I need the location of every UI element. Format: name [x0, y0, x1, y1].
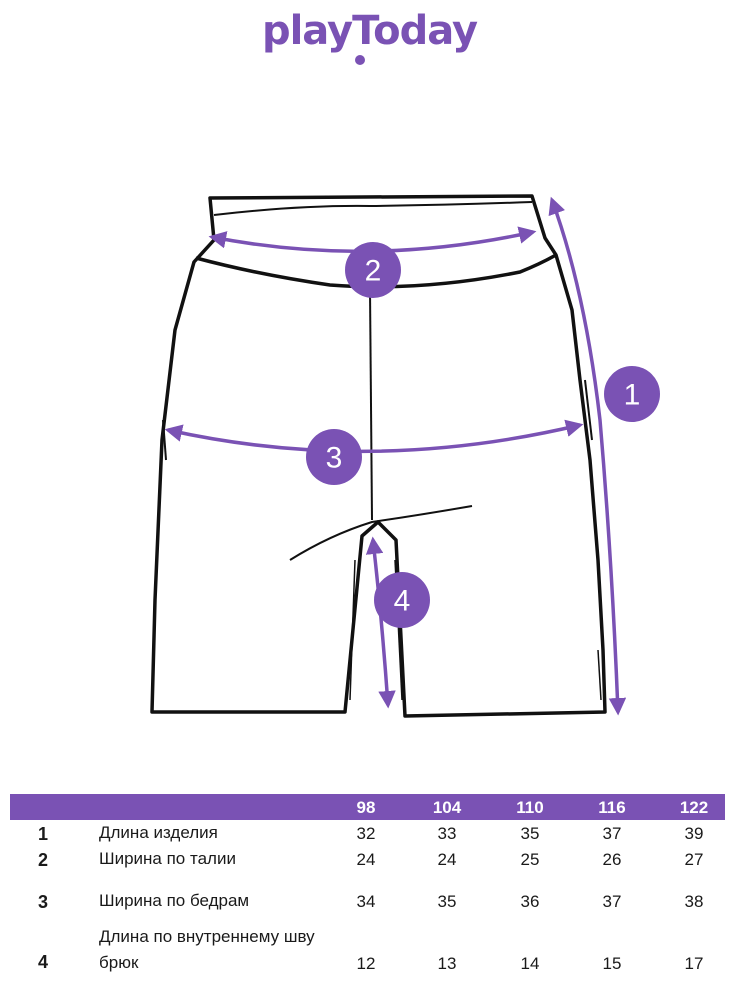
svg-text:2: 2 — [365, 255, 382, 288]
row-number: 1 — [37, 824, 49, 844]
brand-name: playToday — [261, 8, 478, 54]
arrow-inseam — [365, 536, 396, 709]
row-number: 2 — [37, 850, 49, 870]
cell-value: 26 — [602, 850, 622, 869]
cell-value: 12 — [356, 954, 376, 973]
cell-value: 35 — [437, 892, 457, 911]
row-label: Ширина по бедрам — [99, 891, 250, 910]
row-number: 4 — [37, 952, 49, 972]
size-header-104: 104 — [432, 798, 462, 817]
cell-value: 24 — [356, 850, 376, 869]
size-header-98: 98 — [356, 798, 376, 817]
table-row: 2 Ширина по талии 24 24 25 26 27 — [10, 848, 725, 892]
size-table: 98 104 110 116 122 1 Длина изделия 32 33… — [10, 794, 725, 1000]
cell-value: 27 — [684, 850, 704, 869]
row-number: 3 — [37, 892, 49, 912]
cell-value: 38 — [684, 892, 704, 911]
svg-text:4: 4 — [394, 585, 411, 618]
cell-value: 35 — [520, 824, 540, 843]
logo-dot-icon — [355, 55, 365, 65]
table-row: 1 Длина изделия 32 33 35 37 39 — [10, 820, 725, 848]
svg-text:3: 3 — [326, 442, 343, 475]
cell-value: 15 — [602, 954, 622, 973]
marker-4: 4 — [374, 572, 430, 628]
cell-value: 37 — [602, 892, 622, 911]
marker-3: 3 — [306, 429, 362, 485]
cell-value: 13 — [437, 954, 457, 973]
arrow-hips — [164, 419, 584, 454]
cell-value: 24 — [437, 850, 457, 869]
row-label: Ширина по талии — [99, 849, 236, 868]
cell-value: 34 — [356, 892, 376, 911]
cell-value: 14 — [520, 954, 540, 973]
cell-value: 25 — [520, 850, 540, 869]
cell-value: 36 — [520, 892, 540, 911]
marker-1: 1 — [604, 366, 660, 422]
svg-text:1: 1 — [624, 379, 641, 412]
brand-logo: playToday — [0, 8, 739, 54]
size-table-header: 98 104 110 116 122 — [10, 794, 725, 820]
arrow-length — [548, 196, 627, 716]
cell-value: 39 — [684, 824, 704, 843]
table-row: 3 Ширина по бедрам 34 35 36 37 38 — [10, 891, 725, 922]
row-label: Длина изделия — [99, 823, 218, 842]
size-header-110: 110 — [516, 798, 544, 817]
size-header-122: 122 — [679, 798, 709, 817]
table-row: 4 Длина по внутреннему шву брюк 12 13 14… — [10, 922, 725, 1000]
size-header-116: 116 — [598, 798, 626, 817]
cell-value: 37 — [602, 824, 622, 843]
row-label: Длина по внутреннему шву брюк — [99, 927, 315, 972]
cell-value: 32 — [356, 824, 376, 843]
shorts-measurement-diagram: 1 2 3 4 — [150, 194, 660, 718]
marker-2: 2 — [345, 242, 401, 298]
cell-value: 33 — [437, 824, 457, 843]
cell-value: 17 — [684, 954, 704, 973]
